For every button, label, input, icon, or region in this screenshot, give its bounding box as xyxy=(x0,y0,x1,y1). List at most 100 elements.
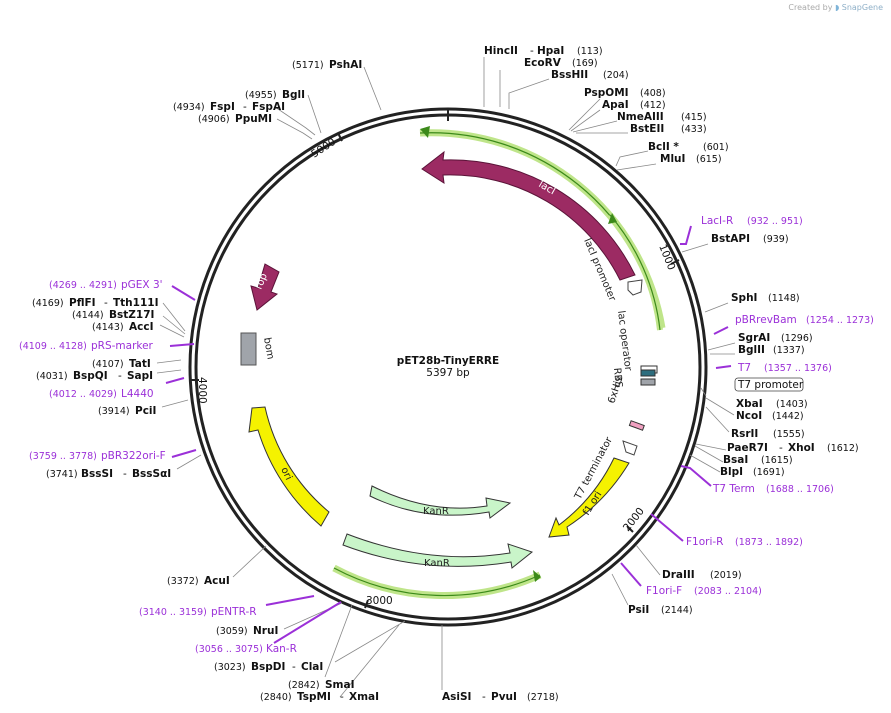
kanr-arrow-1 xyxy=(369,485,512,519)
t7-promoter-label: T7 promoter xyxy=(737,379,804,391)
lac-operator-block xyxy=(640,369,656,377)
svg-text:(601): (601) xyxy=(703,142,729,153)
enzyme-name2: HpaI xyxy=(537,45,564,57)
svg-text:-: - xyxy=(104,297,108,309)
svg-text:(4269 .. 4291): (4269 .. 4291) xyxy=(49,280,117,291)
enzyme-mlui: MluI (615) xyxy=(660,153,722,165)
svg-text:T7: T7 xyxy=(737,362,751,374)
kanr-feature-2[interactable]: KanR xyxy=(342,533,534,569)
svg-text:(4144): (4144) xyxy=(72,310,104,321)
enzyme-pos: (113) xyxy=(577,46,603,57)
enzyme-nrui: (3059) NruI xyxy=(216,625,278,637)
kanr-feature-1[interactable]: KanR xyxy=(369,485,512,519)
lacI-feature[interactable]: lacI xyxy=(421,150,636,281)
enzyme-hincii-hpai: HincII - HpaI (113) xyxy=(484,45,603,57)
svg-text:LacI-R: LacI-R xyxy=(701,215,733,227)
enzyme-labels: HincII - HpaI (113) EcoRV (169) BssHII (… xyxy=(32,45,859,703)
svg-text:SmaI: SmaI xyxy=(325,679,355,691)
t7-promoter-callout: T7 promoter xyxy=(734,377,804,392)
tick-label-2000: 2000 xyxy=(621,505,647,533)
svg-text:MluI: MluI xyxy=(660,153,685,165)
svg-text:(4031): (4031) xyxy=(36,371,68,382)
enzyme-bspqi-sapi: (4031) BspQI - SapI xyxy=(36,370,153,382)
rbs-label: RBS xyxy=(611,367,624,388)
svg-text:(4906): (4906) xyxy=(198,114,230,125)
enzyme-bgli: (4955) BglI xyxy=(245,89,305,101)
enzyme-sgrai: SgrAI (1296) xyxy=(738,332,813,344)
svg-text:BspDI: BspDI xyxy=(251,661,285,673)
svg-text:BglI: BglI xyxy=(282,89,305,101)
svg-text:NruI: NruI xyxy=(253,625,278,637)
svg-text:PspOMI: PspOMI xyxy=(584,87,629,99)
bom-feature[interactable]: bom xyxy=(240,332,276,366)
svg-text:(415): (415) xyxy=(681,112,707,123)
credit-prefix: Created by xyxy=(788,3,833,12)
svg-text:-: - xyxy=(243,101,247,113)
lacI-promoter-arrow xyxy=(627,279,643,296)
enzyme-draiii: DraIII (2019) xyxy=(662,569,742,581)
tick-mark xyxy=(670,259,680,265)
primer-kan-r: (3056 .. 3075)Kan-R xyxy=(195,643,297,655)
svg-text:PvuI: PvuI xyxy=(491,691,517,703)
enzyme-bsteii: BstEII (433) xyxy=(630,123,707,135)
svg-text:-: - xyxy=(530,45,534,57)
svg-text:(615): (615) xyxy=(696,154,722,165)
enzyme-tspmi-xmai: (2840) TspMI - XmaI xyxy=(260,691,379,703)
enzyme-bsshii: BssHII (204) xyxy=(551,69,629,81)
his-tag-label: 6xHis xyxy=(606,375,625,405)
svg-text:(1254 .. 1273): (1254 .. 1273) xyxy=(806,315,874,326)
svg-text:F1ori-R: F1ori-R xyxy=(686,536,723,548)
svg-text:PflFI: PflFI xyxy=(69,297,96,309)
lac-operator-feature[interactable]: lac operator xyxy=(615,310,633,372)
svg-text:EcoRV: EcoRV xyxy=(524,57,562,69)
svg-text:(2019): (2019) xyxy=(710,570,742,581)
svg-text:(1403): (1403) xyxy=(776,399,808,410)
svg-text:T7 Term: T7 Term xyxy=(712,483,755,495)
svg-text:AccI: AccI xyxy=(129,321,153,333)
primer-laci-r: LacI-R (932 .. 951) xyxy=(701,215,803,227)
primer-t7-term: T7 Term(1688 .. 1706) xyxy=(712,483,834,495)
svg-text:(3372): (3372) xyxy=(167,576,199,587)
primer-f1ori-f: F1ori-F(2083 .. 2104) xyxy=(646,585,762,597)
svg-text:FspAI: FspAI xyxy=(252,101,285,113)
svg-text:(4012 .. 4029): (4012 .. 4029) xyxy=(49,389,117,400)
svg-text:(4955): (4955) xyxy=(245,90,277,101)
enzyme-smai: (2842) SmaI xyxy=(288,679,355,691)
svg-text:L4440: L4440 xyxy=(121,388,154,400)
enzyme-ecorv: EcoRV (169) xyxy=(524,57,598,69)
tick-mark xyxy=(626,525,634,533)
svg-text:pENTR-R: pENTR-R xyxy=(211,606,257,618)
lacI-arrow xyxy=(421,150,636,281)
enzyme-psppomi: PspOMI (408) xyxy=(584,87,666,99)
primer-pgex-3: (4269 .. 4291)pGEX 3' xyxy=(49,279,163,291)
svg-text:pBRrevBam: pBRrevBam xyxy=(735,314,797,326)
svg-text:(2718): (2718) xyxy=(527,692,559,703)
enzyme-pcii: (3914) PciI xyxy=(98,405,156,417)
tick-label-1000: 1000 xyxy=(656,243,677,272)
svg-text:RsrII: RsrII xyxy=(731,428,758,440)
tick-mark xyxy=(364,599,369,609)
svg-text:BsaI: BsaI xyxy=(723,454,748,466)
svg-text:(1873 .. 1892): (1873 .. 1892) xyxy=(735,537,803,548)
svg-text:F1ori-F: F1ori-F xyxy=(646,585,682,597)
svg-text:(1296): (1296) xyxy=(781,333,813,344)
svg-text:(3759 .. 3778): (3759 .. 3778) xyxy=(29,451,97,462)
svg-text:BglII: BglII xyxy=(738,344,765,356)
plasmid-title-block: pET28b-TinyERRE 5397 bp xyxy=(397,355,499,379)
rop-feature[interactable]: rop xyxy=(250,263,280,311)
primer-pbrrevbam: pBRrevBam (1254 .. 1273) xyxy=(735,314,874,326)
svg-text:(1148): (1148) xyxy=(768,293,800,304)
enzyme-fspi-fspai: (4934) FspI - FspAI xyxy=(173,101,285,113)
svg-text:(1691): (1691) xyxy=(753,467,785,478)
svg-text:(4169): (4169) xyxy=(32,298,64,309)
svg-text:BstEII: BstEII xyxy=(630,123,664,135)
svg-text:(1337): (1337) xyxy=(773,345,805,356)
bom-label: bom xyxy=(261,337,276,361)
ori-feature[interactable]: ori xyxy=(248,406,330,527)
svg-text:ApaI: ApaI xyxy=(602,99,629,111)
svg-text:-: - xyxy=(118,370,122,382)
primer-l4440: (4012 .. 4029) L4440 xyxy=(49,388,154,400)
enzyme-bcli: BclI * (601) xyxy=(648,141,729,153)
svg-text:(932 .. 951): (932 .. 951) xyxy=(747,216,803,227)
t7-terminator-arrow xyxy=(622,440,638,456)
